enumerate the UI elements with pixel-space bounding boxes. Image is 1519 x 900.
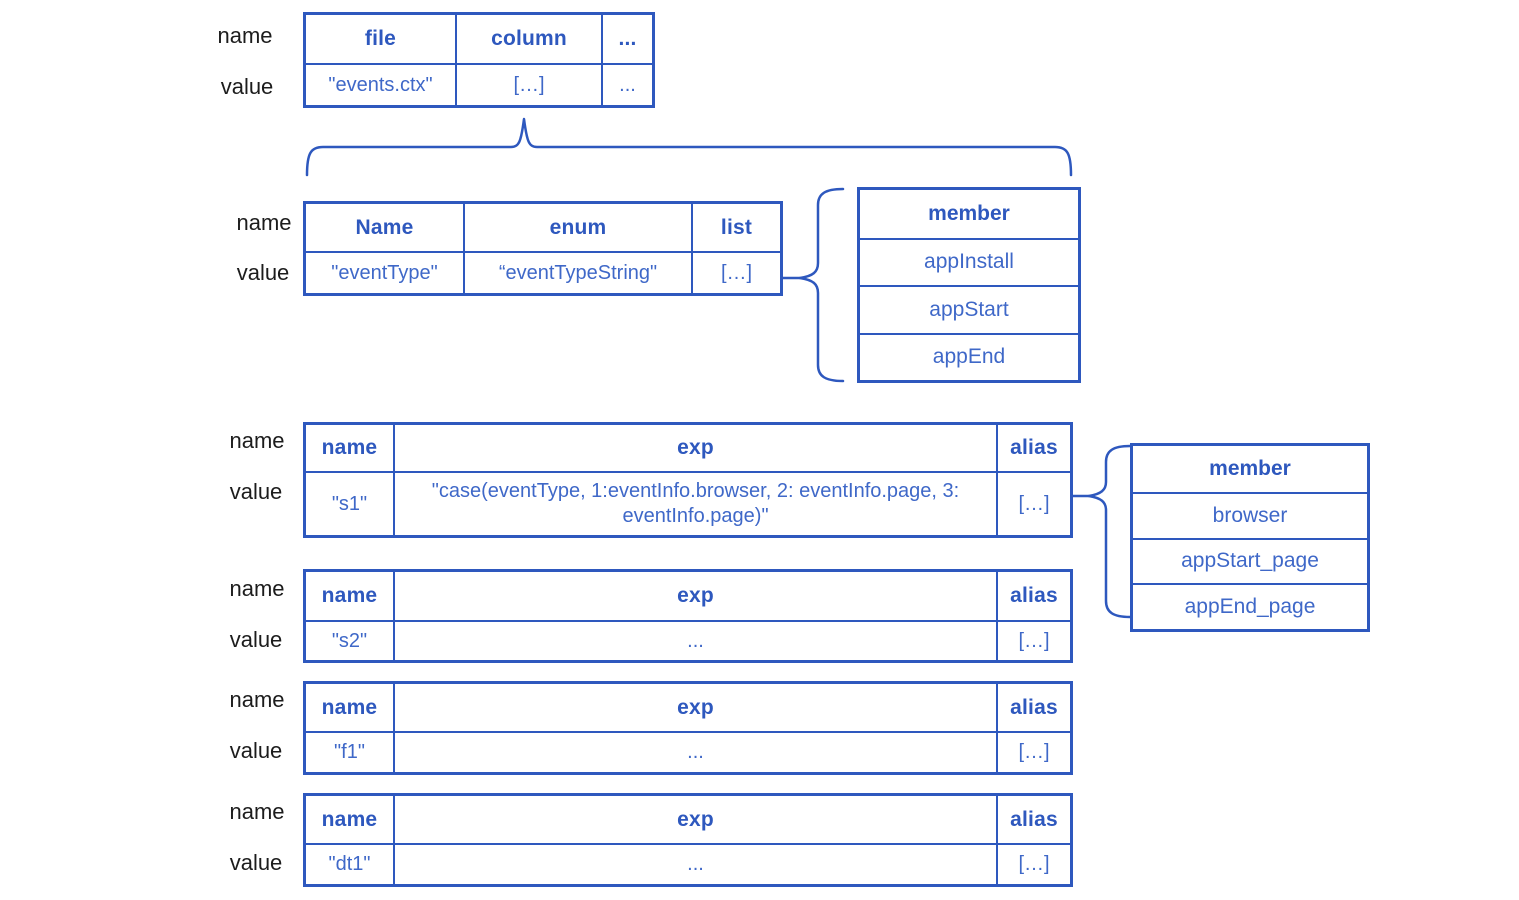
member-header-cell: member (928, 201, 1010, 225)
alias-header-cell: alias (996, 572, 1070, 620)
dt1-table-value-label: value (229, 850, 283, 875)
file-value-cell: "events.ctx" (306, 63, 455, 105)
exp-header-cell: exp (393, 425, 996, 471)
exp-value-cell: "case(eventType, 1:eventInfo.browser, 2:… (393, 471, 996, 535)
brace-alias-members (1087, 444, 1132, 619)
column-value-cell: […] (455, 63, 601, 105)
s2-table-value-label: value (229, 627, 283, 652)
name-header-cell: Name (355, 215, 414, 239)
enum-header-cell: enum (463, 204, 691, 251)
name-value-cell: "s2" (306, 620, 393, 660)
column-table-value-label: value (236, 260, 290, 285)
f1-table-name-label: name (229, 687, 285, 712)
dt1-table-name-label: name (229, 799, 285, 824)
column-table: Name enum list "eventType" “eventTypeStr… (303, 201, 783, 296)
column-table-name-label: name (236, 210, 292, 235)
name-value-cell: "f1" (306, 731, 393, 772)
brace-column-expansion (305, 117, 1073, 177)
name-value-cell: "eventType" (306, 251, 463, 293)
file-table-name-label: name (217, 23, 273, 48)
enum-member-table: member appInstall appStart appEnd (857, 187, 1081, 383)
list-header-cell: list (691, 204, 780, 251)
exp-value-cell: ... (393, 843, 996, 884)
column-header-cell: column (455, 15, 601, 63)
exp-header-cell: exp (393, 796, 996, 843)
member-row: browser (1133, 491, 1367, 538)
alias-value-cell: […] (996, 731, 1070, 772)
file-table: file column ... "events.ctx" […] ... (303, 12, 655, 108)
name-value-cell: "dt1" (306, 843, 393, 884)
more-value-cell: ... (601, 63, 652, 105)
name-header-cell: name (321, 584, 378, 607)
s1-table: name exp alias "s1" "case(eventType, 1:e… (303, 422, 1073, 538)
member-row: appEnd_page (1133, 583, 1367, 629)
alias-value-cell: […] (996, 843, 1070, 884)
alias-header-cell: alias (996, 425, 1070, 471)
file-table-value-label: value (220, 74, 274, 99)
exp-header-cell: exp (393, 684, 996, 731)
s1-table-value-label: value (229, 479, 283, 504)
enum-value-cell: “eventTypeString" (463, 251, 691, 293)
exp-header-cell: exp (393, 572, 996, 620)
s2-table: name exp alias "s2" ... […] (303, 569, 1073, 663)
member-row: appStart_page (1133, 537, 1367, 584)
member-header-cell: member (1209, 456, 1291, 480)
member-row: appEnd (860, 332, 1078, 381)
name-value-cell: "s1" (306, 471, 393, 535)
exp-value-cell: ... (393, 620, 996, 660)
alias-header-cell: alias (996, 796, 1070, 843)
dt1-table: name exp alias "dt1" ... […] (303, 793, 1073, 887)
name-header-cell: name (321, 695, 378, 719)
name-header-cell: name (321, 436, 378, 459)
file-header-cell: file (364, 27, 397, 50)
member-row: appStart (860, 285, 1078, 333)
f1-table: name exp alias "f1" ... […] (303, 681, 1073, 775)
member-row: appInstall (860, 237, 1078, 286)
alias-value-cell: […] (996, 620, 1070, 660)
exp-value-cell: ... (393, 731, 996, 772)
name-header-cell: name (321, 807, 378, 831)
brace-list-members (798, 187, 845, 383)
list-value-cell: […] (691, 251, 780, 293)
alias-value-cell: […] (996, 471, 1070, 535)
f1-table-value-label: value (229, 738, 283, 763)
s1-table-name-label: name (229, 428, 285, 453)
alias-member-table: member browser appStart_page appEnd_page (1130, 443, 1370, 632)
alias-header-cell: alias (996, 684, 1070, 731)
s2-table-name-label: name (229, 576, 285, 601)
more-header-cell: ... (601, 15, 652, 63)
